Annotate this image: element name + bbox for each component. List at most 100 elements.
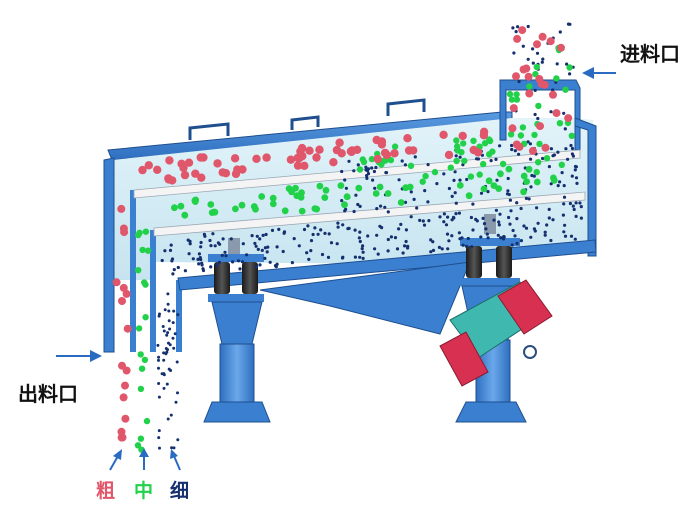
fine-particle xyxy=(510,147,514,152)
fine-particle xyxy=(508,222,512,226)
fine-particle xyxy=(564,147,568,151)
fine-particle xyxy=(547,216,551,220)
lower-screen-deck xyxy=(153,191,586,237)
fine-particle xyxy=(560,171,564,175)
fine-particle xyxy=(358,255,362,259)
coarse-particle xyxy=(444,150,454,160)
fine-particle xyxy=(526,140,530,144)
fine-particle xyxy=(568,201,573,206)
fine-particle xyxy=(379,204,383,208)
fine-particle xyxy=(474,217,478,221)
right-wall xyxy=(574,117,597,257)
fine-particle xyxy=(336,221,340,225)
fine-particle xyxy=(254,244,258,248)
medium-particle xyxy=(142,314,149,321)
coarse-particle xyxy=(509,104,518,113)
fine-particle xyxy=(156,343,160,347)
medium-particle xyxy=(485,177,493,185)
fine-particle xyxy=(344,207,348,211)
coarse-particle xyxy=(180,170,190,180)
fine-particle xyxy=(533,112,537,117)
fine-particle xyxy=(209,244,213,248)
medium-particle xyxy=(368,155,376,163)
coarse-particle xyxy=(262,153,271,162)
fine-particle xyxy=(360,247,364,251)
fine-particle xyxy=(265,250,269,254)
outlet-chute-wall-2 xyxy=(150,230,156,352)
fine-particle xyxy=(556,150,560,154)
fine-particle xyxy=(167,367,171,371)
fine-particle xyxy=(413,155,417,159)
fine-particle xyxy=(558,180,562,184)
fine-particle xyxy=(319,228,323,232)
fine-particle xyxy=(511,228,515,233)
fine-particle xyxy=(309,239,314,243)
fine-particle xyxy=(563,223,567,227)
fine-particle xyxy=(535,51,540,55)
medium-particle xyxy=(181,211,189,219)
fine-particle xyxy=(169,413,173,417)
fine-particle xyxy=(320,252,325,257)
fine-particle xyxy=(442,220,446,224)
coarse-particle xyxy=(469,145,478,155)
medium-particle xyxy=(460,140,467,147)
fine-particle xyxy=(566,157,570,161)
fine-particle xyxy=(556,184,560,188)
fine-particle xyxy=(370,166,374,170)
fine-particle xyxy=(238,267,242,271)
coarse-particle xyxy=(168,176,177,185)
fine-particle xyxy=(313,226,317,230)
medium-particle xyxy=(192,196,200,204)
coarse-particle xyxy=(377,140,387,149)
fine-particle xyxy=(418,218,422,222)
coarse-particle xyxy=(144,161,153,170)
fine-particle xyxy=(454,154,458,158)
medium-particle xyxy=(138,365,146,372)
medium-particle xyxy=(397,199,405,206)
medium-label: 中 xyxy=(134,480,154,502)
fine-particle xyxy=(562,230,566,234)
medium-particle xyxy=(531,131,538,139)
coarse-particle xyxy=(117,433,126,442)
fine-particle xyxy=(570,152,575,156)
medium-particle xyxy=(553,75,560,82)
fine-particle xyxy=(498,144,502,148)
fine-particle xyxy=(429,250,433,254)
fine-particle xyxy=(157,429,161,433)
fine-particle xyxy=(375,233,379,237)
coarse-particle xyxy=(252,154,261,163)
fine-particle xyxy=(524,226,529,230)
fine-particle xyxy=(457,211,461,215)
medium-particle xyxy=(250,203,258,210)
fine-particle xyxy=(166,348,169,352)
medium-particle xyxy=(536,140,543,148)
fine-particle xyxy=(526,57,530,61)
inlet-label: 进料口 xyxy=(620,42,680,66)
medium-particle xyxy=(497,170,504,178)
fine-particle xyxy=(203,234,207,238)
fine-particle xyxy=(404,239,408,244)
medium-particle xyxy=(177,202,185,210)
fine-particle xyxy=(549,110,553,114)
fine-particle xyxy=(446,215,450,219)
fine-particle xyxy=(357,236,361,240)
fine-particle xyxy=(524,196,529,200)
fine-particle xyxy=(173,332,177,336)
fine-particle xyxy=(475,157,479,161)
fine-particle xyxy=(435,182,439,186)
fine-particle xyxy=(533,88,537,92)
fine-particle xyxy=(574,176,579,180)
fine-particle xyxy=(426,163,430,167)
medium-particle xyxy=(143,417,151,425)
fine-particle xyxy=(506,176,510,181)
fine-particle xyxy=(454,212,458,216)
coarse-particle xyxy=(535,75,544,83)
medium-particle xyxy=(356,166,364,173)
fine-particle xyxy=(446,247,450,251)
fine-particle xyxy=(513,149,517,153)
medium-particle xyxy=(142,228,150,235)
coarse-particle xyxy=(293,161,303,170)
fine-particle xyxy=(162,351,166,355)
fine-particle xyxy=(437,245,441,249)
fine-particle xyxy=(464,244,469,248)
